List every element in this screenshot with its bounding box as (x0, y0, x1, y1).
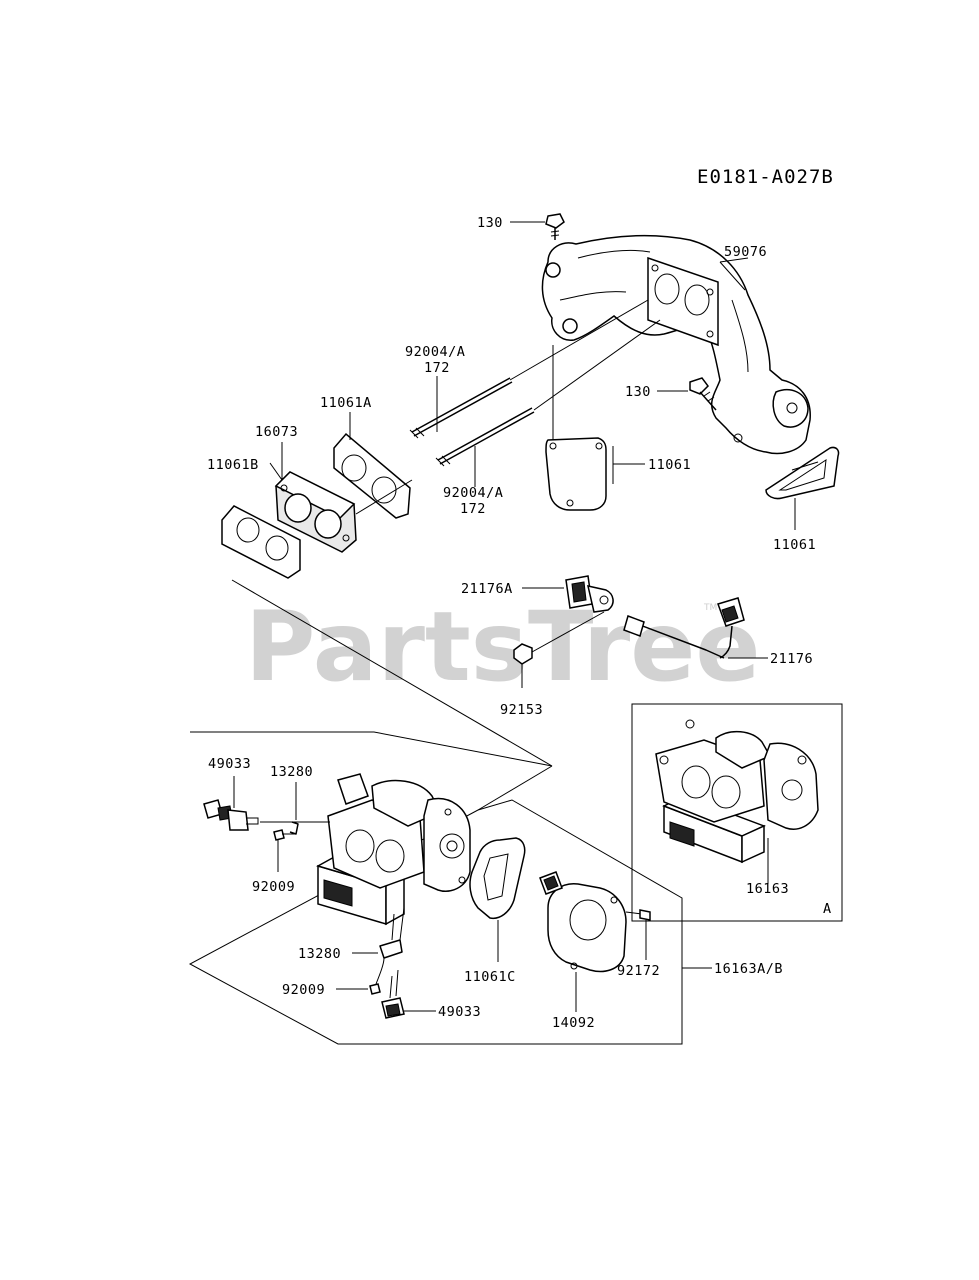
throttle-body-16163[interactable] (655, 719, 819, 864)
throttle-body[interactable] (316, 773, 471, 926)
harness-21176[interactable] (623, 597, 745, 659)
callout-92153: 92153 (500, 702, 543, 718)
watermark: PartsTree TM (245, 591, 760, 703)
callout-21176a: 21176A (461, 581, 513, 597)
callout-14092: 14092 (552, 1015, 595, 1031)
inset-tag-a: A (823, 901, 832, 917)
callout-92172: 92172 (617, 963, 660, 979)
callout-172-lower: 172 (460, 501, 486, 517)
callout-13280-bottom: 13280 (298, 946, 341, 962)
solenoid-49033-bottom[interactable] (381, 969, 405, 1019)
gasket-11061a[interactable] (333, 432, 411, 519)
callout-92009-bottom: 92009 (282, 982, 325, 998)
screw-92009-top[interactable] (273, 829, 296, 841)
inset-a (631, 703, 843, 922)
callout-16163: 16163 (746, 881, 789, 897)
callout-92009-top: 92009 (252, 879, 295, 895)
callout-11061b: 11061B (207, 457, 259, 473)
callout-130-top: 130 (477, 215, 503, 231)
clip-13280-top[interactable] (260, 821, 330, 835)
gasket-11061b[interactable] (221, 505, 301, 579)
callout-172-upper: 172 (424, 360, 450, 376)
actuator-14092[interactable] (539, 871, 627, 973)
gasket-11061-right[interactable] (765, 446, 840, 500)
nut-92153[interactable] (513, 611, 605, 665)
throttle-group-outline (188, 731, 683, 1045)
callout-16163ab: 16163A/B (714, 961, 783, 977)
callout-13280-top: 13280 (270, 764, 313, 780)
stud-92004a-upper[interactable] (409, 377, 513, 439)
svg-text:TM: TM (703, 603, 717, 613)
callout-11061a: 11061A (320, 395, 372, 411)
solenoid-49033-top[interactable] (203, 799, 259, 831)
diagram-code: E0181-A027B (697, 166, 834, 188)
callout-49033-bottom: 49033 (438, 1004, 481, 1020)
bolt-130-top[interactable] (545, 213, 565, 240)
callout-21176: 21176 (770, 651, 813, 667)
callout-59076: 59076 (724, 244, 767, 260)
gasket-11061-center[interactable] (545, 437, 607, 511)
callout-92004a-upper: 92004/A (405, 344, 465, 360)
sensor-21176a[interactable] (565, 575, 614, 613)
gasket-11061c[interactable] (469, 837, 526, 920)
callout-16073: 16073 (255, 424, 298, 440)
intake-manifold[interactable] (541, 234, 811, 455)
callout-11061-right: 11061 (773, 537, 816, 553)
stud-92004a-lower[interactable] (435, 407, 535, 467)
clip-13280-bottom[interactable] (379, 907, 405, 959)
callout-49033-top: 49033 (208, 756, 251, 772)
bolt-130-right[interactable] (689, 377, 717, 411)
svg-text:PartsTree: PartsTree (245, 591, 760, 703)
screw-92172[interactable] (625, 909, 651, 921)
callout-11061c: 11061C (464, 969, 516, 985)
callout-11061-center: 11061 (648, 457, 691, 473)
spacer-16073[interactable] (274, 471, 357, 553)
callout-130-right: 130 (625, 384, 651, 400)
callout-92004a-lower: 92004/A (443, 485, 503, 501)
screw-92009-bottom[interactable] (369, 957, 385, 995)
